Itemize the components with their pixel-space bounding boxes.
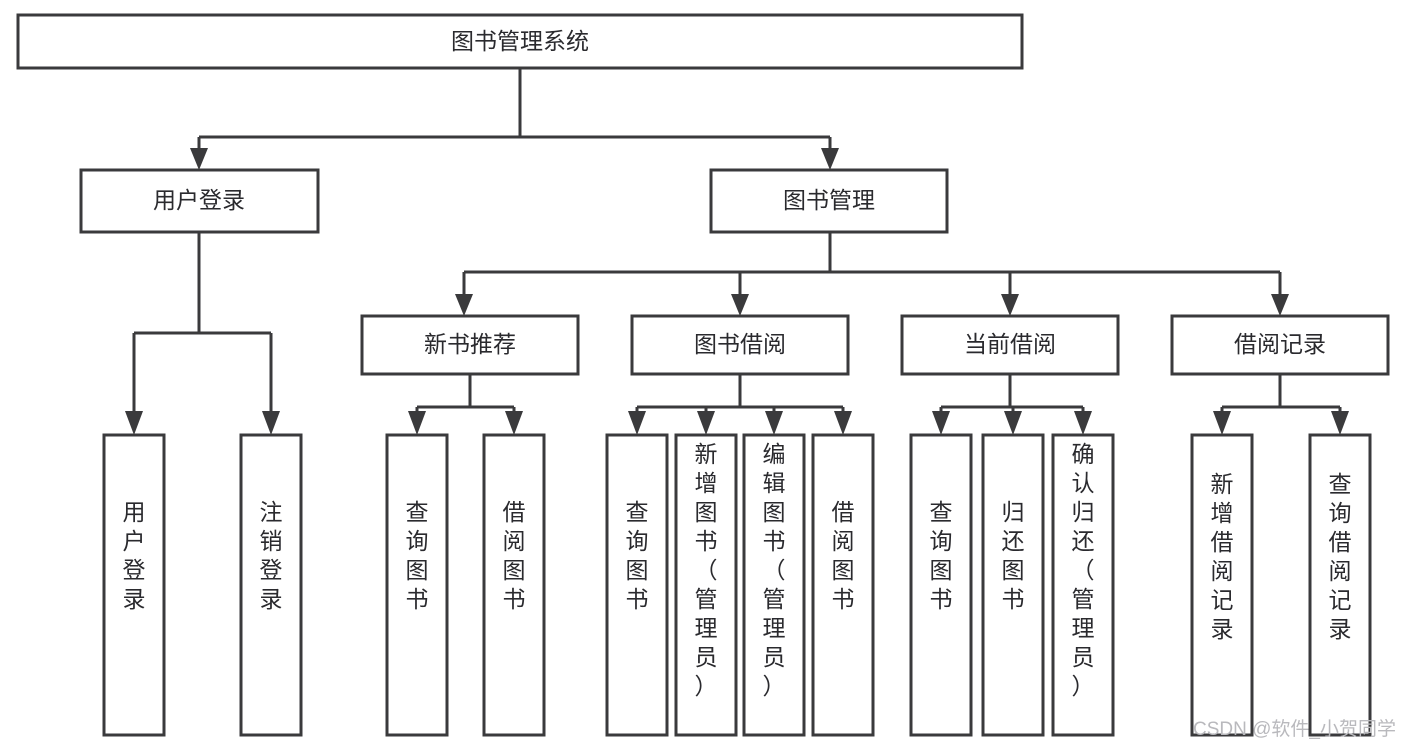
arrow-head-leaf-return-book xyxy=(1004,411,1022,435)
node-leaf-confirm-return[interactable]: 确认归还（管理员） xyxy=(1051,433,1115,737)
node-leaf-query-book-current[interactable]: 查询图书 xyxy=(909,433,973,737)
node-leaf-query-book-current-box[interactable] xyxy=(909,433,973,737)
node-leaf-query-book-borrow[interactable]: 查询图书 xyxy=(605,433,669,737)
node-leaf-add-borrow-record-box[interactable] xyxy=(1190,433,1254,737)
node-book-manage[interactable]: 图书管理 xyxy=(709,168,949,234)
arrow-head-leaf-borrow-book xyxy=(834,411,852,435)
arrow-head-user-login xyxy=(190,148,208,170)
node-leaf-confirm-return-label: 确认归还（管理员） xyxy=(1072,441,1095,699)
arrow-head-borrow-record xyxy=(1271,294,1289,316)
node-leaf-borrow-book-recommend-box[interactable] xyxy=(482,433,546,737)
arrow-head-leaf-user-logout xyxy=(262,411,280,435)
node-leaf-add-book-box[interactable] xyxy=(674,433,738,737)
node-leaf-return-book-box[interactable] xyxy=(981,433,1045,737)
node-book-borrow-label: 图书借阅 xyxy=(694,331,786,357)
node-root-box[interactable] xyxy=(16,13,1024,70)
node-borrow-record[interactable]: 借阅记录 xyxy=(1170,314,1390,376)
node-leaf-user-logout-label: 注销登录 xyxy=(260,499,283,612)
node-leaf-add-book-label: 新增图书（管理员） xyxy=(695,441,718,699)
node-book-borrow[interactable]: 图书借阅 xyxy=(630,314,850,376)
node-leaf-user-logout-box[interactable] xyxy=(239,433,303,737)
node-leaf-add-book[interactable]: 新增图书（管理员） xyxy=(674,433,738,737)
node-leaf-edit-book-label: 编辑图书（管理员） xyxy=(763,441,786,699)
connector-layer xyxy=(125,68,1349,435)
arrow-head-book-borrow xyxy=(731,294,749,316)
arrow-head-new-book-recommend xyxy=(455,294,473,316)
node-leaf-query-book-recommend-box[interactable] xyxy=(385,433,449,737)
node-borrow-record-label: 借阅记录 xyxy=(1234,331,1326,357)
arrow-head-leaf-user-login xyxy=(125,411,143,435)
node-leaf-query-book-recommend[interactable]: 查询图书 xyxy=(385,433,449,737)
arrow-head-leaf-borrow-book-recommend xyxy=(505,411,523,435)
arrow-head-leaf-edit-book xyxy=(765,411,783,435)
arrow-head-leaf-query-book-borrow xyxy=(628,411,646,435)
node-user-login-box[interactable] xyxy=(79,168,320,234)
node-leaf-query-book-recommend-label: 查询图书 xyxy=(406,499,429,612)
node-leaf-query-book-borrow-box[interactable] xyxy=(605,433,669,737)
node-current-borrow-box[interactable] xyxy=(900,314,1120,376)
node-current-borrow[interactable]: 当前借阅 xyxy=(900,314,1120,376)
node-leaf-borrow-book-box[interactable] xyxy=(811,433,875,737)
node-book-manage-box[interactable] xyxy=(709,168,949,234)
arrow-head-book-manage xyxy=(821,148,839,170)
arrow-head-leaf-confirm-return xyxy=(1074,411,1092,435)
node-book-manage-label: 图书管理 xyxy=(783,187,875,213)
node-book-borrow-box[interactable] xyxy=(630,314,850,376)
node-leaf-query-book-borrow-label: 查询图书 xyxy=(626,499,649,612)
node-user-login-label: 用户登录 xyxy=(153,187,245,213)
node-leaf-edit-book[interactable]: 编辑图书（管理员） xyxy=(742,433,806,737)
arrow-head-leaf-add-book xyxy=(697,411,715,435)
node-leaf-return-book-label: 归还图书 xyxy=(1002,499,1025,612)
arrow-head-leaf-query-borrow-record xyxy=(1331,411,1349,435)
node-leaf-query-borrow-record[interactable]: 查询借阅记录 xyxy=(1308,433,1372,737)
node-borrow-record-box[interactable] xyxy=(1170,314,1390,376)
arrow-head-current-borrow xyxy=(1001,294,1019,316)
node-leaf-query-book-current-label: 查询图书 xyxy=(930,499,953,612)
node-leaf-query-borrow-record-box[interactable] xyxy=(1308,433,1372,737)
node-leaf-return-book[interactable]: 归还图书 xyxy=(981,433,1045,737)
node-leaf-user-logout[interactable]: 注销登录 xyxy=(239,433,303,737)
csdn-watermark: CSDN @软件_小贺同学 xyxy=(1193,718,1396,740)
node-leaf-confirm-return-box[interactable] xyxy=(1051,433,1115,737)
node-leaf-borrow-book-recommend[interactable]: 借阅图书 xyxy=(482,433,546,737)
node-new-book-recommend-label: 新书推荐 xyxy=(424,331,516,357)
node-leaf-query-borrow-record-label: 查询借阅记录 xyxy=(1329,471,1352,642)
node-leaf-borrow-book-recommend-label: 借阅图书 xyxy=(503,499,526,612)
arrow-head-leaf-query-book-recommend xyxy=(408,411,426,435)
leaf-layer: 用户登录 注销登录 查询图书 借阅图书 查询图书 新增图书（管理员） xyxy=(102,433,1372,737)
node-current-borrow-label: 当前借阅 xyxy=(964,331,1056,357)
node-leaf-user-login-box[interactable] xyxy=(102,433,166,737)
node-leaf-borrow-book[interactable]: 借阅图书 xyxy=(811,433,875,737)
node-leaf-add-borrow-record[interactable]: 新增借阅记录 xyxy=(1190,433,1254,737)
node-leaf-user-login[interactable]: 用户登录 xyxy=(102,433,166,737)
node-leaf-add-borrow-record-label: 新增借阅记录 xyxy=(1211,471,1234,642)
node-new-book-recommend-box[interactable] xyxy=(360,314,580,376)
node-leaf-borrow-book-label: 借阅图书 xyxy=(832,499,855,612)
node-leaf-user-login-label: 用户登录 xyxy=(123,499,146,612)
arrow-head-leaf-query-book-current xyxy=(932,411,950,435)
node-new-book-recommend[interactable]: 新书推荐 xyxy=(360,314,580,376)
node-root[interactable]: 图书管理系统 xyxy=(16,13,1024,70)
arrow-head-leaf-add-borrow-record xyxy=(1213,411,1231,435)
node-user-login[interactable]: 用户登录 xyxy=(79,168,320,234)
node-root-label: 图书管理系统 xyxy=(451,28,589,54)
node-leaf-edit-book-box[interactable] xyxy=(742,433,806,737)
